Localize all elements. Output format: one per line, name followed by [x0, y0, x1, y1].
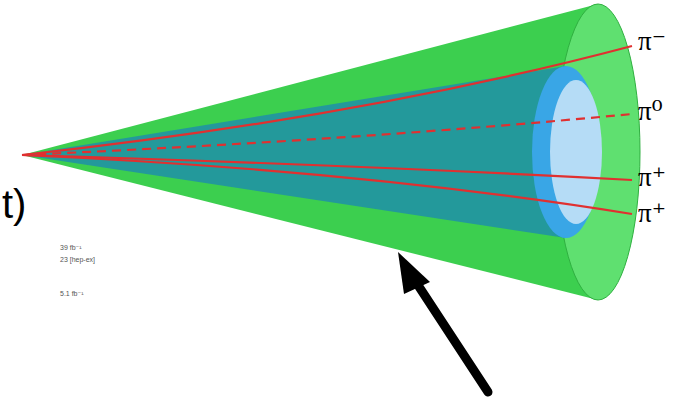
pion-track	[22, 155, 632, 214]
neutral-pion-track	[22, 114, 632, 155]
cropped-heading: t)	[2, 184, 26, 224]
reference-note: 23 [hep-ex]	[60, 256, 95, 263]
particle-label: π⁰	[638, 98, 662, 125]
particle-label: π⁻	[638, 28, 666, 55]
pion-track	[22, 46, 632, 155]
particle-label: π⁺	[638, 164, 666, 191]
reference-note: 5.1 fb⁻¹	[60, 290, 84, 297]
pointer-arrow	[412, 276, 488, 392]
particle-label: π⁺	[638, 200, 666, 227]
reference-note: 39 fb⁻¹	[60, 244, 82, 251]
outer-cone	[22, 4, 598, 300]
pointer-arrowhead	[398, 252, 430, 294]
